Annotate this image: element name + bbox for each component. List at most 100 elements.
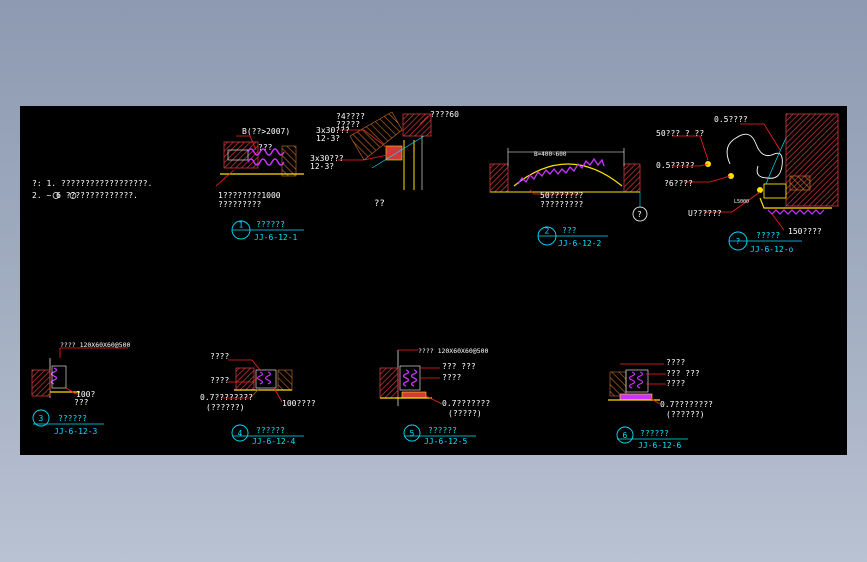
detail-6-tag-circle bbox=[616, 426, 634, 444]
detail-1-leader-b bbox=[236, 135, 257, 151]
detail-1-section-label-3: 3x30??? bbox=[310, 154, 344, 163]
detail-1-label-2: ??? bbox=[258, 143, 273, 152]
detail-3-wall-hatch bbox=[31, 369, 51, 397]
detail-1-label-b: B(??>2007) bbox=[242, 127, 290, 136]
detail-o-anchor-3 bbox=[757, 187, 763, 193]
note-ref-circle-2 bbox=[69, 192, 77, 199]
detail-1-tag[interactable]: 1 ?????? JJ-6-12-1 bbox=[231, 220, 304, 242]
detail-2-drawing[interactable]: ? B=400~600 50??????? ????????? bbox=[489, 148, 648, 222]
detail-2-leader bbox=[529, 189, 580, 195]
detail-6-drawing[interactable]: ???? ??? ??? ???? 0.7???????? (??????) bbox=[608, 358, 713, 419]
detail-o-anchor-2 bbox=[728, 173, 734, 179]
detail-4-drawing[interactable]: ???? ???? 0.7???????? (??????) 100???? bbox=[200, 352, 316, 412]
detail-5-label-3: ???? bbox=[442, 373, 461, 382]
detail-1-label-3: 1????????1000 bbox=[218, 191, 281, 200]
detail-6-tag-number: 6 bbox=[623, 431, 628, 440]
detail-1-frame bbox=[227, 149, 249, 161]
detail-4-tag-code: JJ-6-12-4 bbox=[252, 437, 296, 446]
detail-2-tag-title: ??? bbox=[562, 226, 577, 235]
detail-o-wall bbox=[785, 113, 839, 207]
detail-5-leader-4 bbox=[425, 395, 443, 405]
detail-o-tag-number: ? bbox=[736, 237, 741, 246]
detail-1-section[interactable]: 3x30??? 12-3? 3x30??? 12-3? ?4???? ?????… bbox=[310, 110, 459, 209]
detail-4-wall-left bbox=[235, 367, 255, 391]
detail-1-section-label-8: ?? bbox=[374, 199, 385, 209]
detail-o-label-6: 150???? bbox=[788, 227, 822, 236]
detail-o-cable-loop bbox=[726, 133, 783, 179]
detail-3-leader-2 bbox=[65, 387, 80, 395]
detail-1-insulation bbox=[247, 148, 285, 156]
detail-5-drawing[interactable]: ???? 120X60X60@500 ??? ??? ???? 0.7?????… bbox=[379, 347, 490, 418]
detail-5-label-2: ??? ??? bbox=[442, 362, 476, 371]
note-ref-circle-1 bbox=[52, 192, 60, 199]
detail-6-label-1: ???? bbox=[666, 358, 685, 367]
detail-1-tag-code: JJ-6-12-1 bbox=[254, 233, 298, 242]
detail-1-wood-hatch bbox=[281, 145, 297, 177]
detail-o-base bbox=[759, 197, 832, 209]
detail-3-tag-code: JJ-6-12-3 bbox=[54, 427, 98, 436]
detail-o-label-4: ?6???? bbox=[664, 179, 693, 188]
cad-drawing-viewport[interactable]: ?: 1. ??????????????????. 2. ~ 6 ???????… bbox=[20, 106, 847, 455]
detail-2-tag-number: 2 bbox=[545, 227, 550, 236]
detail-5-insulation-1 bbox=[402, 369, 410, 387]
detail-6-label-4: 0.7???????? bbox=[660, 400, 713, 409]
detail-o-wood bbox=[789, 175, 811, 191]
detail-5-wall-hatch bbox=[379, 367, 399, 399]
detail-2-marker-label: ? bbox=[637, 210, 642, 219]
detail-1-section-label-6: ????? bbox=[336, 120, 360, 129]
detail-6-tag-title: ?????? bbox=[640, 429, 669, 438]
detail-1-section-label-4: 12-3? bbox=[310, 162, 334, 171]
detail-1-section-wood bbox=[349, 111, 403, 161]
detail-5-tag[interactable]: 5 ?????? JJ-6-12-5 bbox=[403, 424, 476, 446]
detail-5-tag-code: JJ-6-12-5 bbox=[424, 437, 468, 446]
detail-5-frame bbox=[399, 365, 421, 391]
detail-1-wall-hatch bbox=[223, 141, 259, 169]
detail-o-tag-title: ????? bbox=[756, 231, 780, 240]
detail-6-insulation-1 bbox=[628, 371, 636, 389]
detail-1-section-label-1: 3x30??? bbox=[316, 126, 350, 135]
detail-4-insulation-1 bbox=[256, 371, 264, 385]
detail-o-drawing[interactable]: 0.5???? 50??? ? ?? 0.5????? ?6???? U????… bbox=[656, 113, 839, 236]
detail-1-leader-a bbox=[215, 169, 235, 187]
detail-6-insulation-2 bbox=[636, 371, 644, 389]
detail-1-drawing[interactable]: B(??>2007) ??? 1????????1000 ????????? bbox=[215, 127, 304, 209]
note-line-1: ?: 1. ??????????????????. bbox=[32, 179, 152, 188]
detail-2-marker-circle bbox=[632, 206, 648, 222]
cad-drawing-sheet: ?: 1. ??????????????????. 2. ~ 6 ???????… bbox=[31, 110, 839, 450]
detail-o-leader-3 bbox=[672, 163, 709, 167]
detail-o-label-7: L5000 bbox=[734, 199, 749, 205]
detail-2-tag[interactable]: 2 ??? JJ-6-12-2 bbox=[537, 226, 608, 248]
detail-6-frame bbox=[625, 369, 649, 393]
detail-1-section-line-4 bbox=[371, 135, 425, 169]
detail-4-label-4: (??????) bbox=[206, 403, 245, 412]
detail-6-tag[interactable]: 6 ?????? JJ-6-12-6 bbox=[616, 426, 688, 450]
detail-1-section-label-2: 12-3? bbox=[316, 134, 340, 143]
detail-4-tag-title: ?????? bbox=[256, 426, 285, 435]
detail-5-label-4: 0.7??????? bbox=[442, 399, 490, 408]
detail-5-label-1: ???? 120X60X60@500 bbox=[418, 347, 489, 355]
detail-4-label-2: ???? bbox=[210, 376, 229, 385]
detail-4-leader-3 bbox=[222, 387, 261, 399]
detail-3-drawing[interactable]: ???? 120X60X60@500 100? ??? bbox=[31, 341, 131, 407]
detail-5-label-5: (?????) bbox=[448, 409, 482, 418]
detail-o-label-2: 50??? ? ?? bbox=[656, 129, 704, 138]
detail-o-tag-code: JJ-6-12-o bbox=[750, 245, 794, 254]
detail-3-frame bbox=[51, 365, 67, 389]
detail-2-arch-outline bbox=[513, 163, 623, 187]
detail-3-label-3: ??? bbox=[74, 398, 89, 407]
detail-o-base-insulation bbox=[767, 209, 825, 215]
detail-5-fill bbox=[401, 391, 427, 399]
detail-4-label-1: ???? bbox=[210, 352, 229, 361]
detail-6-label-2: ??? ??? bbox=[666, 369, 700, 378]
detail-1-section-leader-a bbox=[340, 129, 391, 151]
detail-5-tag-number: 5 bbox=[410, 429, 415, 438]
detail-1-section-leader-c bbox=[419, 115, 429, 125]
detail-o-label-5: U?????? bbox=[688, 209, 722, 218]
detail-3-tag[interactable]: 3 ?????? JJ-6-12-3 bbox=[32, 409, 104, 436]
detail-2-label-3: ????????? bbox=[540, 200, 584, 209]
detail-4-tag[interactable]: 4 ?????? JJ-6-12-4 bbox=[231, 424, 304, 446]
detail-o-tag[interactable]: ? ????? JJ-6-12-o bbox=[728, 231, 802, 254]
detail-5-insulation-2 bbox=[410, 369, 418, 387]
detail-5-tag-circle bbox=[403, 424, 421, 442]
detail-4-tag-circle bbox=[231, 424, 249, 442]
